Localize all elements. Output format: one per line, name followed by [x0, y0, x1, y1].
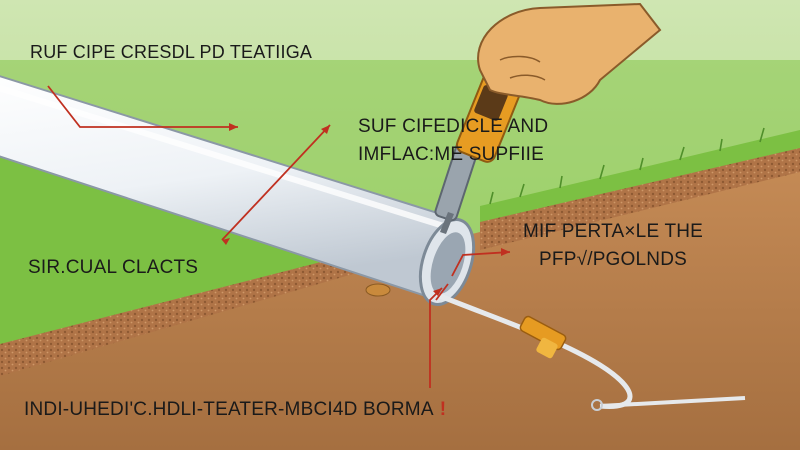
nozzle-icon — [519, 315, 567, 359]
label-top-left: RUF CIPE CRESDL PD TEATIIGA — [30, 42, 313, 62]
label-right-line-2: PFP√/PGOLNDS — [539, 249, 688, 270]
arrow-left-middle — [221, 124, 331, 241]
exclamation-mark: ! — [439, 399, 447, 420]
label-center: SUF CIFEDICLE AND IMFLAC:ME SUPFIIE — [358, 113, 548, 169]
label-right: MIF PERTA×LE THE PFP√/PGOLNDS — [523, 218, 703, 274]
label-bottom-text: INDI-UHEDI'C.HDLI-TEATER-MBCI4D BORMA — [24, 399, 434, 420]
arrow-inner — [435, 283, 449, 301]
hand-icon — [477, 2, 662, 105]
pipe-inner — [430, 232, 466, 294]
annotation-arrows — [47, 85, 511, 388]
label-center-line-2: IMFLAC:ME SUPFIIE — [358, 144, 545, 165]
right-soil-edge — [480, 148, 800, 250]
arrow-top-left — [47, 85, 238, 128]
clay-blob — [365, 283, 391, 297]
pipe-highlight — [0, 85, 451, 231]
left-soil-edge — [0, 252, 360, 376]
label-center-line-1: SUF CIFEDICLE AND — [358, 116, 549, 137]
arrow-right — [451, 251, 511, 277]
hose-end-ring — [591, 399, 603, 411]
label-right-line-1: MIF PERTA×LE THE — [523, 221, 704, 242]
label-bottom: INDI-UHEDI'C.HDLI-TEATER-MBCI4D BORMA! — [24, 396, 446, 424]
hose-icon — [439, 293, 633, 410]
label-left-middle: SIR.CUAL CLACTS — [28, 257, 199, 278]
trench-soil — [0, 170, 800, 450]
